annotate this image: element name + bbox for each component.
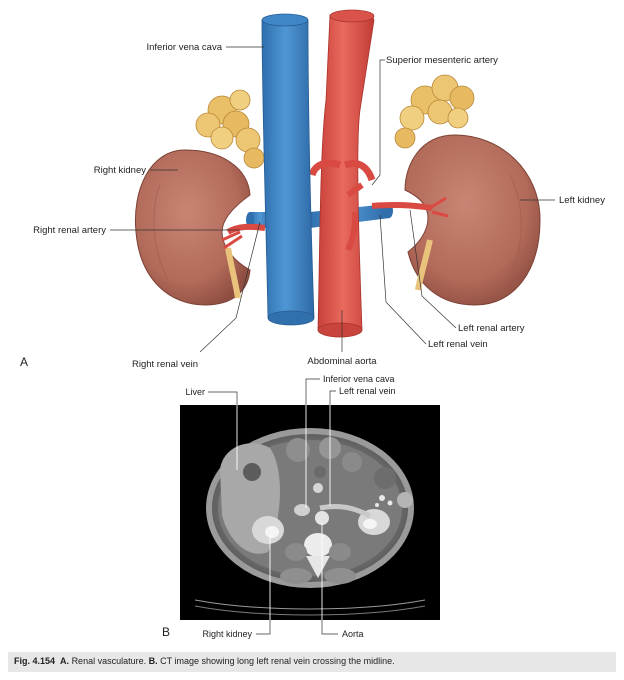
label-right-renal-vein: Right renal vein: [132, 359, 198, 370]
label-inferior-vena-cava: Inferior vena cava: [146, 42, 222, 53]
figure-caption: Fig. 4.154 A. Renal vasculature. B. CT i…: [8, 652, 616, 672]
abdominal-aorta-illustration: [308, 9, 376, 338]
label-superior-mesenteric-artery: Superior mesenteric artery: [386, 55, 498, 66]
label-ct-left-renal-vein: Left renal vein: [339, 386, 396, 396]
caption-a-text: Renal vasculature.: [71, 656, 147, 666]
panel-b-letter: B: [162, 625, 170, 639]
label-ct-inferior-vena-cava: Inferior vena cava: [323, 374, 395, 384]
panel-a-letter: A: [20, 355, 28, 369]
label-left-renal-vein: Left renal vein: [428, 339, 488, 350]
ct-image: [194, 428, 426, 616]
right-kidney-illustration: [134, 89, 265, 306]
left-kidney-illustration: [394, 74, 541, 306]
panel-a: Inferior vena cava Superior mesenteric a…: [20, 9, 605, 370]
right-adrenal-gland: [195, 89, 265, 169]
renal-arteries: [221, 196, 449, 250]
label-ct-aorta: Aorta: [342, 629, 364, 639]
caption-a-letter: A.: [60, 656, 70, 666]
label-left-renal-artery: Left renal artery: [458, 323, 525, 334]
label-liver: Liver: [185, 387, 205, 397]
caption-b-text: CT image showing long left renal vein cr…: [160, 656, 395, 666]
label-right-kidney: Right kidney: [94, 165, 147, 176]
label-left-kidney: Left kidney: [559, 195, 605, 206]
caption-figure-label: Fig. 4.154: [14, 656, 56, 666]
label-abdominal-aorta: Abdominal aorta: [307, 356, 377, 367]
left-adrenal-gland: [394, 74, 475, 149]
panel-b: Liver Inferior vena cava Left renal vein…: [162, 374, 440, 639]
label-ct-right-kidney: Right kidney: [202, 629, 252, 639]
caption-b-letter: B.: [148, 656, 158, 666]
label-right-renal-artery: Right renal artery: [33, 225, 106, 236]
inferior-vena-cava-illustration: [261, 13, 315, 326]
